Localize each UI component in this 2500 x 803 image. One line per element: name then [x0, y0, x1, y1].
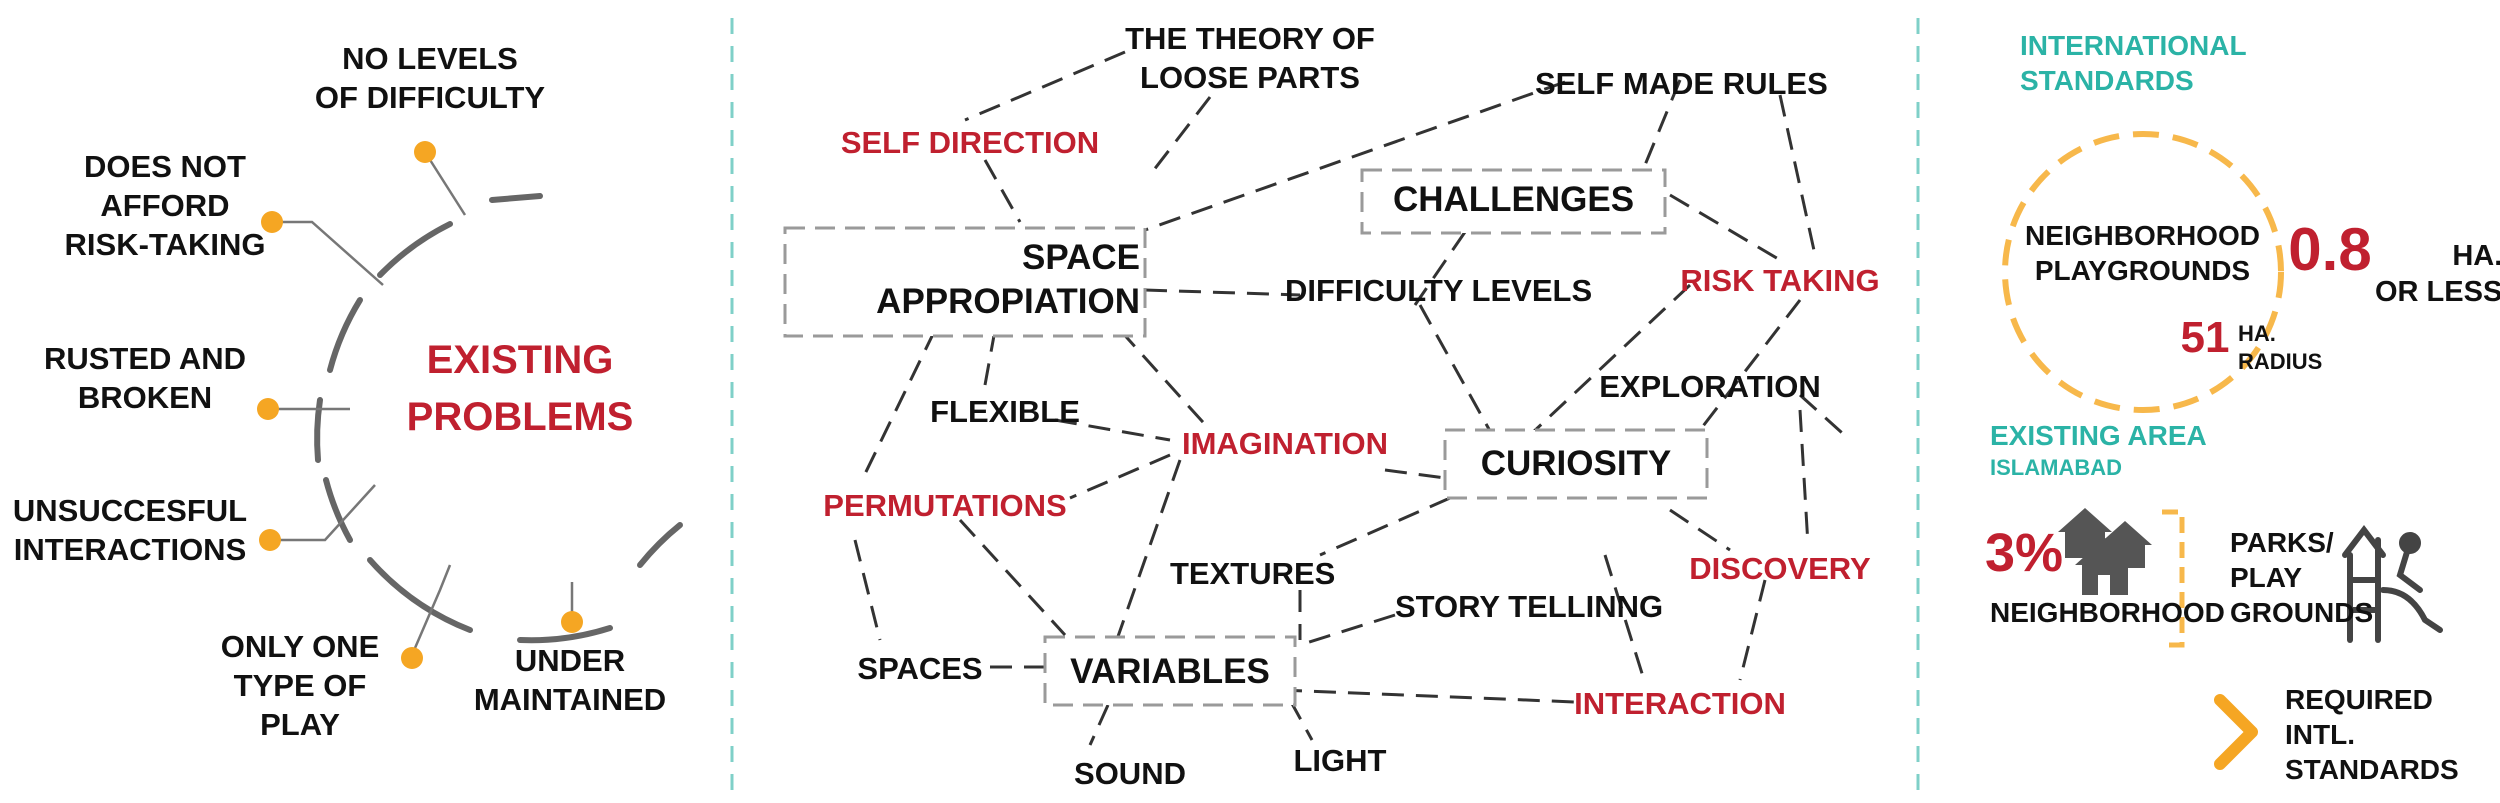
node-curiosity: CURIOSITY — [1480, 444, 1672, 483]
term-light: LIGHT — [1293, 743, 1387, 778]
dot-interactions — [259, 529, 281, 551]
term-story-telling: STORY TELLINNG — [1395, 589, 1664, 624]
problem-one-type: ONLY ONE TYPE OF PLAY — [220, 629, 380, 742]
radius-unit: HA. RADIUS — [2238, 321, 2323, 374]
circle-label: NEIGHBORHOOD PLAYGROUNDS — [2025, 220, 2260, 286]
problems-title-1: EXISTING — [426, 338, 614, 382]
parks-label: PARKS/ PLAY GROUNDS — [2230, 527, 2374, 628]
dot-risk-taking — [261, 211, 283, 233]
term-flexible: FLEXIBLE — [930, 394, 1080, 429]
dot-under-maintained — [561, 611, 583, 633]
chevron-icon — [2214, 694, 2258, 770]
box-curiosity — [1443, 428, 1709, 500]
box-variables — [1043, 635, 1297, 707]
term-theory: THE THEORY OF LOOSE PARTS — [1125, 21, 1375, 95]
term-interaction: INTERACTION — [1574, 686, 1786, 721]
dot-no-levels — [414, 141, 436, 163]
legend-label: REQUIRED INTL. STANDARDS — [2285, 684, 2459, 785]
term-permutations: PERMUTATIONS — [823, 488, 1067, 523]
existing-area-sub: ISLAMABAD — [1990, 455, 2122, 480]
term-difficulty-levels: DIFFICULTY LEVELS — [1285, 273, 1593, 308]
term-sound: SOUND — [1074, 756, 1186, 791]
radius-value: 51 — [2180, 313, 2230, 362]
dot-one-type — [401, 647, 423, 669]
mindmap-connections — [853, 50, 1852, 746]
area-unit: HA. OR LESS — [2375, 240, 2500, 309]
term-risk-taking: RISK TAKING — [1680, 263, 1880, 298]
term-discovery: DISCOVERY — [1689, 551, 1871, 586]
existing-area-heading: EXISTING AREA — [1990, 420, 2207, 451]
houses-icon — [2058, 508, 2152, 595]
term-spaces: SPACES — [857, 651, 983, 686]
problem-under-maintained: UNDER MAINTAINED — [473, 643, 667, 717]
problem-no-levels: NO LEVELS OF DIFFICULTY — [314, 41, 546, 115]
problems-arc — [314, 193, 683, 644]
term-imagination: IMAGINATION — [1181, 426, 1389, 461]
term-self-direction: SELF DIRECTION — [840, 125, 1100, 160]
node-variables: VARIABLES — [1070, 652, 1270, 691]
term-textures: TEXTURES — [1170, 556, 1336, 591]
problem-interactions: UNSUCCESFUL INTERACTIONS — [12, 493, 248, 567]
node-space-appropiation: SPACE APPROPIATION — [876, 238, 1140, 321]
area-bracket — [2162, 509, 2185, 648]
box-space-appropiation — [783, 226, 1147, 338]
box-challenges — [1360, 168, 1667, 235]
standards-circle — [2002, 131, 2284, 413]
term-exploration: EXPLORATION — [1599, 369, 1821, 404]
slide-icon — [2342, 525, 2443, 643]
problem-rusted: RUSTED AND BROKEN — [43, 341, 247, 415]
dot-rusted — [257, 398, 279, 420]
intl-standards-heading: INTERNATIONAL STANDARDS — [2020, 30, 2247, 96]
node-challenges: CHALLENGES — [1392, 180, 1635, 219]
percent-value: 3% — [1985, 523, 2064, 583]
problem-risk-taking: DOES NOT AFFORD RISK-TAKING — [64, 149, 266, 262]
problems-title-2: PROBLEMS — [406, 395, 634, 439]
mindmap-boxes — [783, 168, 1709, 707]
term-self-made-rules: SELF MADE RULES — [1535, 66, 1828, 101]
area-value: 0.8 — [2288, 216, 2372, 283]
neighborhood-label: NEIGHBORHOOD — [1990, 597, 2225, 628]
problem-dots — [257, 141, 583, 669]
